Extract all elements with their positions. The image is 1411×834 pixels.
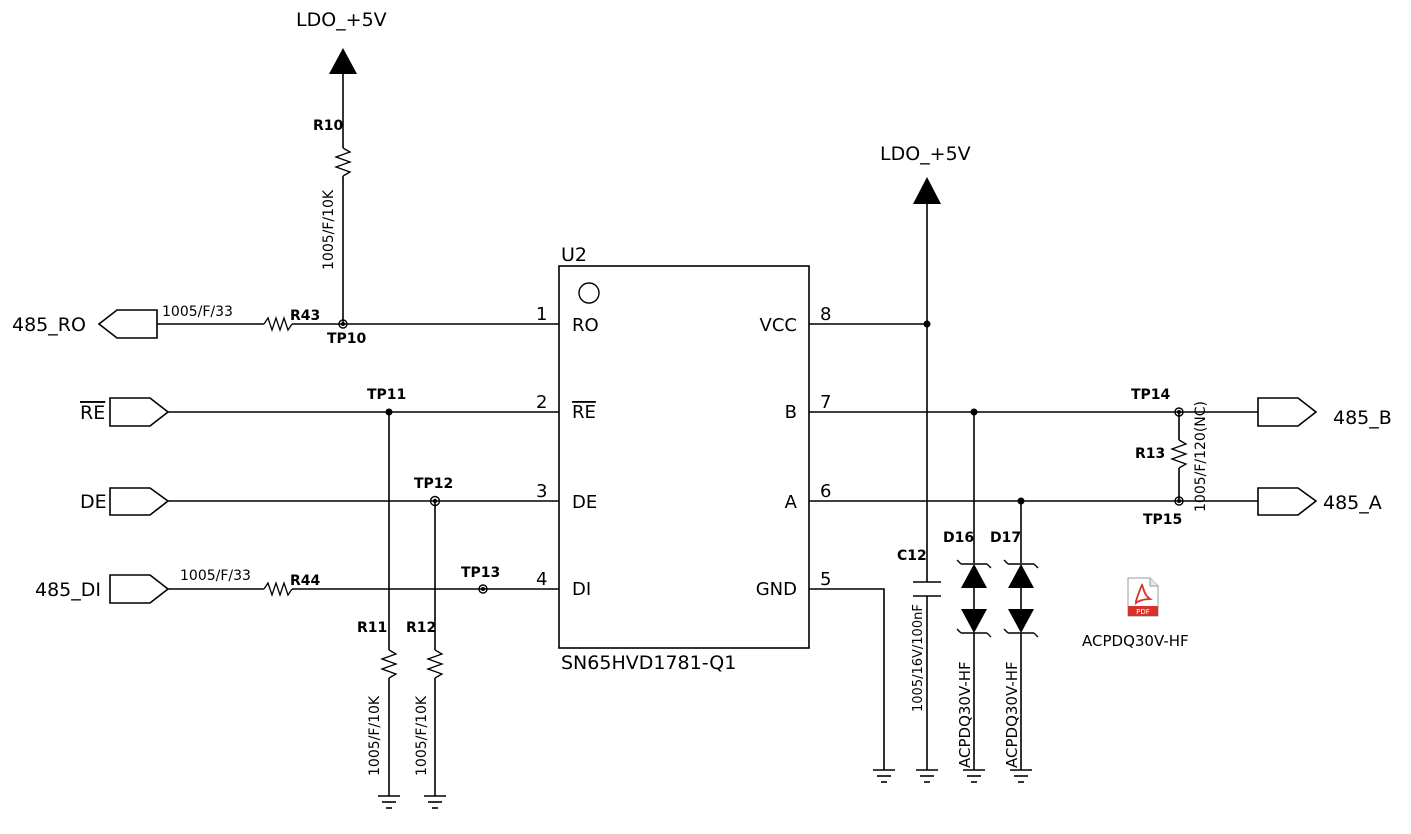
pin-4-name: DI (572, 579, 591, 600)
resistor-r10: R10 1005/F/10K (313, 118, 352, 324)
d16-ref: D16 (943, 530, 974, 546)
pin-8-num: 8 (820, 304, 831, 325)
port-de: DE (80, 487, 559, 516)
pin-5-name: GND (756, 579, 797, 600)
capacitor-c12: C12 1005/16V/100nF (897, 548, 941, 770)
ground-d16 (963, 769, 985, 783)
testpoint-tp15: TP15 (1143, 496, 1184, 528)
port-485-di-label: 485_DI (35, 579, 101, 601)
port-re-label: RE (80, 402, 105, 424)
svg-text:PDF: PDF (1136, 608, 1150, 616)
port-re: RE (80, 397, 559, 427)
ic-u2: U2 SN65HVD1781-Q1 1 RO 2 RE 3 DE 4 DI 8 … (536, 244, 831, 674)
pin-1-num: 1 (536, 304, 547, 325)
testpoint-tp13: TP13 (461, 565, 500, 594)
ground-c12 (916, 769, 938, 783)
r10-ref: R10 (313, 118, 344, 134)
port-485-b: 485_B (1257, 397, 1392, 429)
port-485-di: 485_DI (35, 574, 170, 604)
vcc-junction (923, 320, 931, 328)
port-485-ro: 485_RO (12, 309, 158, 339)
tp14-label: TP14 (1131, 387, 1171, 403)
r13-ref: R13 (1135, 446, 1165, 462)
port-485-a: 485_A (1257, 487, 1382, 516)
ldo-left-power-symbol: LDO_+5V (296, 9, 387, 148)
c12-value: 1005/16V/100nF (911, 604, 926, 712)
ground-r11 (378, 795, 400, 809)
resistor-r12: R12 1005/F/10K (406, 501, 444, 796)
diode-d17: D17 ACPDQ30V-HF (990, 501, 1039, 770)
pin-1-name: RO (572, 315, 599, 336)
port-485-a-label: 485_A (1323, 492, 1382, 514)
ic-part: SN65HVD1781-Q1 (561, 652, 736, 674)
testpoint-tp14: TP14 (1131, 387, 1184, 417)
d16-value: ACPDQ30V-HF (956, 661, 974, 768)
r44-ref: R44 (290, 573, 321, 589)
ldo-right-power-symbol: LDO_+5V (880, 143, 971, 582)
pdf-file-caption[interactable]: ACPDQ30V-HF (1082, 632, 1189, 650)
r10-value: 1005/F/10K (321, 189, 337, 270)
r43-value: 1005/F/33 (162, 304, 233, 320)
pin-6-num: 6 (820, 481, 831, 502)
gnd-pin-wire (809, 588, 895, 783)
tp10-label: TP10 (327, 331, 367, 347)
port-485-ro-label: 485_RO (12, 314, 86, 336)
r44-value: 1005/F/33 (180, 568, 251, 584)
r11-ref: R11 (357, 620, 387, 636)
d17-value: ACPDQ30V-HF (1003, 661, 1021, 768)
pin1-indicator (578, 282, 600, 304)
pin-7-name: B (785, 402, 797, 423)
c12-ref: C12 (897, 548, 927, 564)
ldo-right-label: LDO_+5V (880, 143, 971, 165)
pdf-file-icon[interactable]: PDF (1126, 577, 1160, 617)
resistor-r13: R13 1005/F/120(NC) (1135, 401, 1209, 512)
resistor-r43: 1005/F/33 R43 (157, 304, 559, 333)
pin-4-num: 4 (536, 569, 547, 590)
r43-ref: R43 (290, 308, 320, 324)
tp13-label: TP13 (461, 565, 500, 581)
resistor-r44: 1005/F/33 R44 (168, 568, 559, 598)
r13-value: 1005/F/120(NC) (1193, 401, 1209, 512)
ldo-left-label: LDO_+5V (296, 9, 387, 31)
tp15-label: TP15 (1143, 512, 1182, 528)
pin-8-name: VCC (760, 315, 797, 336)
pin-3-name: DE (572, 492, 597, 513)
ic-ref: U2 (561, 244, 587, 266)
pin-5-num: 5 (820, 569, 831, 590)
port-de-label: DE (80, 491, 107, 513)
pin-2-name: RE (572, 402, 596, 423)
d17-ref: D17 (990, 530, 1021, 546)
r11-value: 1005/F/10K (367, 695, 383, 776)
ground-r12 (424, 795, 446, 809)
testpoint-tp10: TP10 (327, 319, 367, 347)
pin-3-num: 3 (536, 481, 547, 502)
tp12-label: TP12 (414, 476, 453, 492)
r12-ref: R12 (406, 620, 436, 636)
resistor-r11: R11 1005/F/10K (357, 412, 398, 796)
ground-d17 (1010, 769, 1032, 783)
port-485-b-label: 485_B (1333, 407, 1392, 429)
tp11-label: TP11 (367, 387, 406, 403)
pin-2-num: 2 (536, 392, 547, 413)
diode-d16: D16 ACPDQ30V-HF (943, 412, 992, 770)
pin-7-num: 7 (820, 392, 831, 413)
pin-6-name: A (785, 492, 798, 513)
r12-value: 1005/F/10K (414, 695, 430, 776)
